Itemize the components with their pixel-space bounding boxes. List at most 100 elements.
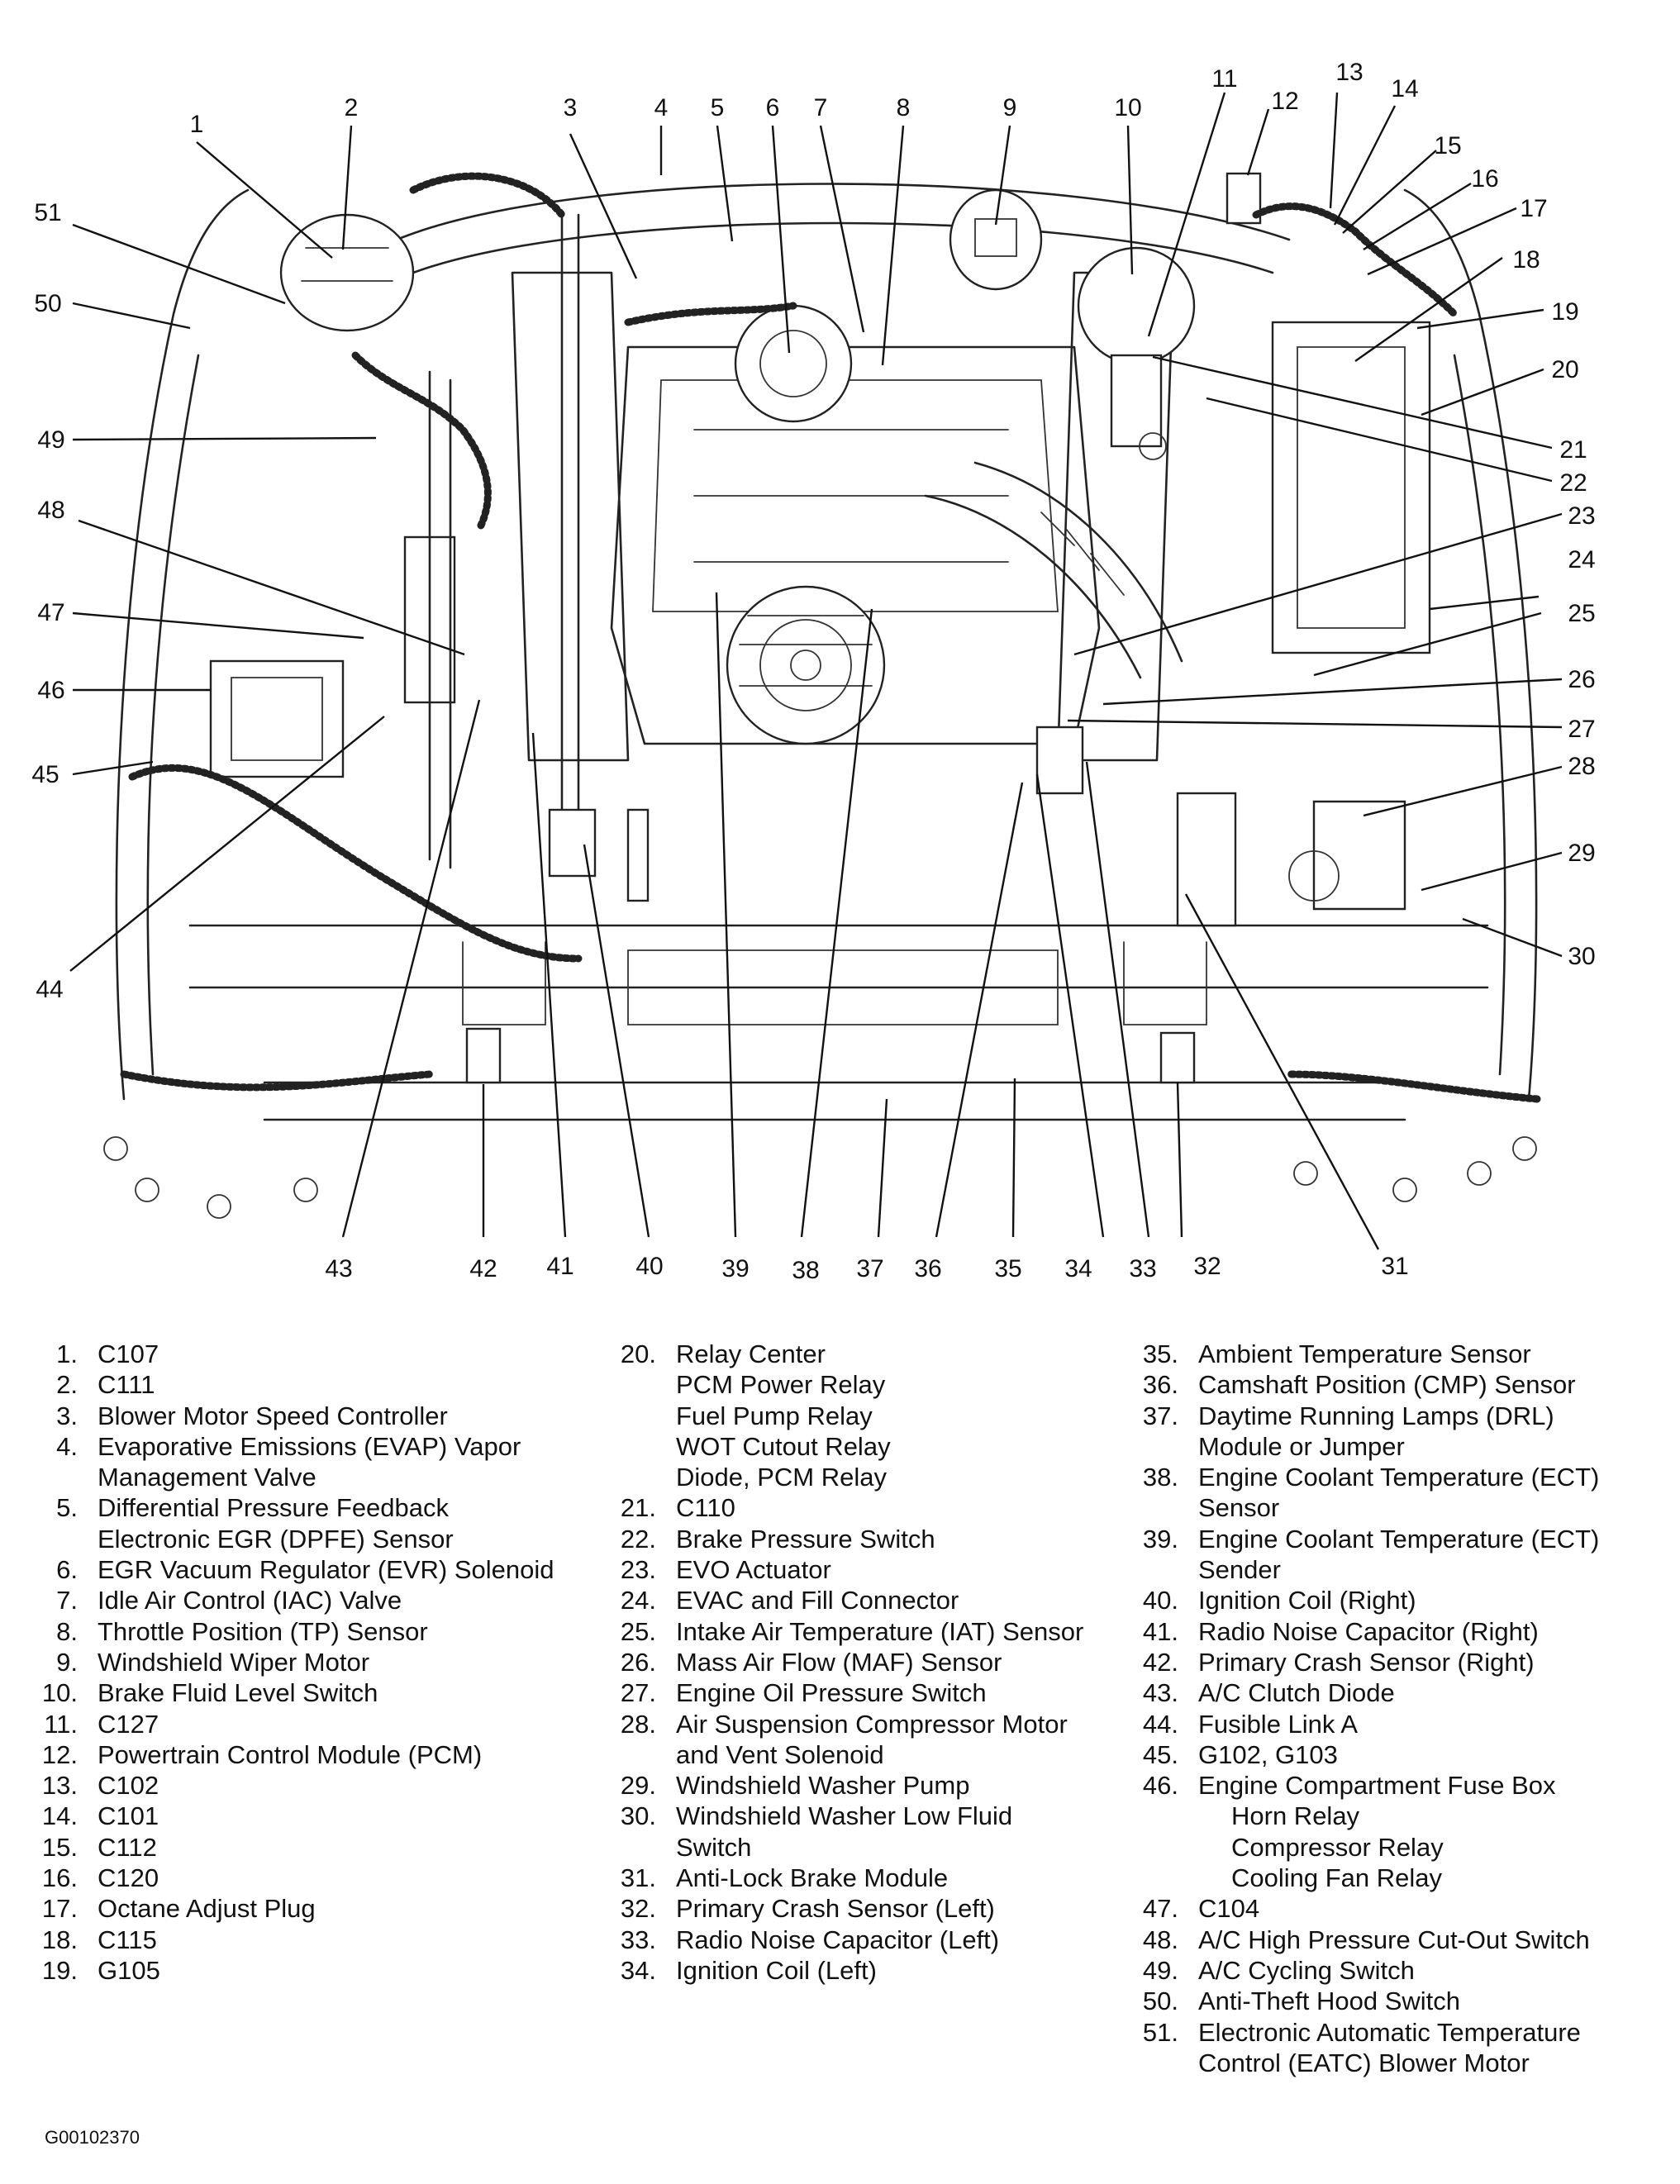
leader-20 <box>1421 368 1544 416</box>
legend-label: A/C High Pressure Cut-Out Switch <box>1198 1925 1590 1954</box>
legend-item: 24. EVAC and Fill Connector <box>595 1585 1083 1615</box>
callout-36: 36 <box>914 1255 941 1282</box>
legend-label: Sender <box>1198 1555 1281 1585</box>
callout-39: 39 <box>721 1255 749 1282</box>
legend-label: Ignition Coil (Right) <box>1198 1586 1416 1615</box>
figure-code: G00102370 <box>45 2127 140 2148</box>
legend-number: 45. <box>1142 1739 1178 1769</box>
legend-number <box>1117 1492 1198 1523</box>
legend-label: Air Suspension Compressor Motor <box>676 1709 1068 1739</box>
legend-label: C102 <box>98 1771 159 1801</box>
legend-item: 47.C104 <box>1117 1893 1599 1924</box>
legend-number: 4. <box>56 1431 78 1461</box>
legend-number: 11. <box>44 1709 78 1739</box>
legend-item: 2.C111 <box>17 1369 554 1400</box>
legend-label: C107 <box>98 1339 159 1368</box>
legend-label: Differential Pressure Feedback <box>98 1493 450 1523</box>
legend-item: 40. Ignition Coil (Right) <box>1117 1585 1599 1615</box>
legend-number: 34. <box>620 1955 656 1985</box>
leader-2 <box>341 125 353 250</box>
callout-44: 44 <box>36 976 63 1003</box>
legend-label: G102, G103 <box>1198 1739 1338 1769</box>
leader-13 <box>1329 92 1339 209</box>
legend-item: 19. G105 <box>17 1955 554 1986</box>
legend-item: Switch <box>595 1832 1083 1863</box>
legend-number: 32. <box>620 1894 656 1924</box>
legend-label: C101 <box>98 1801 159 1831</box>
legend-number: 43. <box>1142 1678 1178 1708</box>
leader-35 <box>1011 1078 1016 1238</box>
legend-label: Engine Coolant Temperature (ECT) <box>1198 1463 1600 1492</box>
legend-number: 30. <box>620 1801 656 1831</box>
legend-item: 5.Differential Pressure Feedback <box>17 1492 554 1523</box>
legend-item: 30. Windshield Washer Low Fluid <box>595 1801 1083 1831</box>
legend-number: 33. <box>620 1925 656 1954</box>
leader-34 <box>1035 773 1105 1238</box>
legend-label: Sensor <box>1198 1493 1280 1523</box>
legend-number: 38. <box>1142 1463 1178 1492</box>
legend-label: Switch <box>676 1832 752 1862</box>
legend-number: 22. <box>620 1524 656 1554</box>
callout-6: 6 <box>766 94 780 121</box>
leader-3 <box>569 133 638 279</box>
leader-12 <box>1246 108 1270 176</box>
legend-item: 41.Radio Noise Capacitor (Right) <box>1117 1616 1599 1647</box>
legend-number: 28. <box>620 1709 656 1739</box>
leader-37 <box>877 1098 888 1238</box>
legend-item: Management Valve <box>17 1462 554 1492</box>
legend-number: 24. <box>620 1586 656 1615</box>
legend-label: EVAC and Fill Connector <box>676 1586 959 1615</box>
legend-number: 15. <box>41 1832 78 1862</box>
legend-number: 41. <box>1142 1616 1178 1646</box>
leader-40 <box>583 844 650 1238</box>
legend-number: 35. <box>1142 1339 1178 1368</box>
legend-number: 17. <box>41 1894 78 1924</box>
legend-item: 26.Mass Air Flow (MAF) Sensor <box>595 1647 1083 1677</box>
leader-17 <box>1367 207 1517 276</box>
legend-item: 10.Brake Fluid Level Switch <box>17 1677 554 1708</box>
legend-number: 40. <box>1142 1586 1178 1615</box>
legend-number <box>1117 1554 1198 1585</box>
legend-number: 44. <box>1142 1709 1178 1739</box>
callout-45: 45 <box>31 761 59 788</box>
legend-item: 33.Radio Noise Capacitor (Left) <box>595 1925 1083 1955</box>
legend-item: 6.EGR Vacuum Regulator (EVR) Solenoid <box>17 1554 554 1585</box>
legend-number <box>17 1462 98 1492</box>
legend-item: 23.EVO Actuator <box>595 1554 1083 1585</box>
leader-30 <box>1462 917 1563 958</box>
legend-label: G105 <box>98 1955 160 1985</box>
callout-49: 49 <box>37 426 64 454</box>
legend-label: Windshield Washer Low Fluid <box>676 1801 1013 1831</box>
callout-12: 12 <box>1271 88 1298 115</box>
legend-number <box>595 1832 676 1863</box>
leader-16 <box>1363 182 1472 251</box>
legend-subitem: Horn Relay <box>1231 1801 1360 1831</box>
callout-40: 40 <box>635 1253 663 1280</box>
legend-label: C127 <box>98 1709 159 1739</box>
legend-number: 19. <box>41 1955 78 1985</box>
legend-number: 8. <box>56 1616 78 1646</box>
legend-item: 9.Windshield Wiper Motor <box>17 1647 554 1677</box>
callout-47: 47 <box>37 599 64 626</box>
legend-label: Brake Fluid Level Switch <box>98 1678 378 1708</box>
legend-label: Engine Coolant Temperature (ECT) <box>1198 1524 1600 1554</box>
leader-31 <box>1184 893 1380 1250</box>
legend-label: Intake Air Temperature (IAT) Sensor <box>676 1616 1084 1646</box>
legend-item: 51.Electronic Automatic Temperature <box>1117 2017 1599 2048</box>
legend-number: 51. <box>1142 2017 1178 2047</box>
legend-label: A/C Cycling Switch <box>1198 1955 1415 1985</box>
legend-item: 50.Anti-Theft Hood Switch <box>1117 1986 1599 2016</box>
leader-8 <box>881 125 905 366</box>
legend-label: EGR Vacuum Regulator (EVR) Solenoid <box>98 1555 554 1585</box>
legend-item: 35.Ambient Temperature Sensor <box>1117 1339 1599 1369</box>
legend-item: 38. Engine Coolant Temperature (ECT) <box>1117 1462 1599 1492</box>
leader-51 <box>72 223 286 305</box>
leader-44 <box>69 716 385 972</box>
leader-9 <box>994 125 1011 226</box>
legend-number: 3. <box>56 1401 78 1430</box>
legend-label: Daytime Running Lamps (DRL) <box>1198 1401 1554 1430</box>
leader-50 <box>72 302 191 330</box>
leader-47 <box>72 611 364 640</box>
callout-7: 7 <box>814 94 828 121</box>
callout-18: 18 <box>1512 246 1540 274</box>
